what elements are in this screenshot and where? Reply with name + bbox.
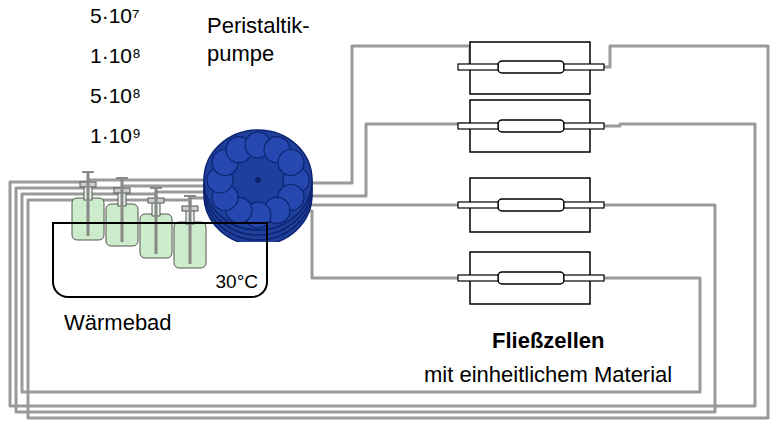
- concentration-label: 1·10⁸: [88, 44, 143, 68]
- flow-cells-subtitle: mit einheitlichem Material: [422, 362, 674, 388]
- flow-cells-title: Fließzellen: [490, 328, 606, 354]
- pump-rotor: [200, 128, 316, 242]
- concentration-label: 5·10⁸: [88, 84, 143, 108]
- pump: Peristaltik- pumpe: [200, 128, 316, 242]
- flow-cells: [458, 42, 604, 304]
- heat-bath: 30°CWärmebad: [52, 222, 268, 298]
- tubes: [10, 46, 768, 418]
- concentration-label: 1·10⁹: [88, 124, 143, 148]
- concentration-label: 5·10⁷: [88, 4, 142, 28]
- pump-label: Peristaltik- pumpe: [207, 12, 347, 68]
- bottles: [72, 172, 206, 268]
- temperature-label: 30°C: [216, 271, 258, 293]
- bath-label: Wärmebad: [64, 310, 172, 336]
